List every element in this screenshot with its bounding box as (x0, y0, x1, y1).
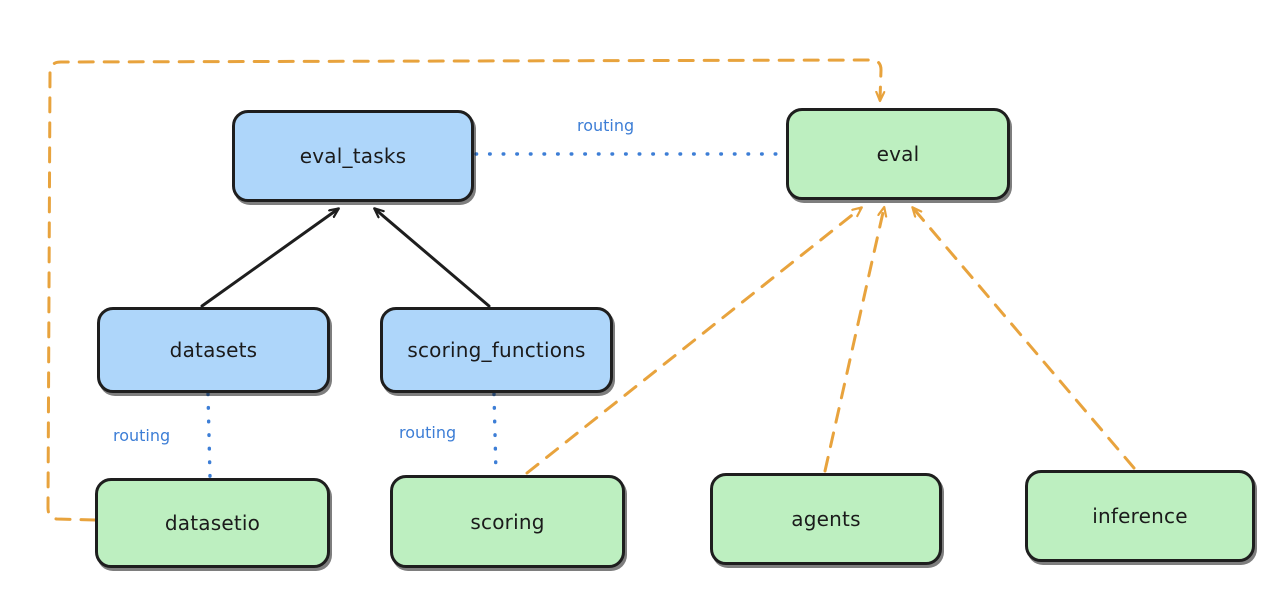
node-agents[interactable]: agents (710, 473, 942, 565)
node-scoring-functions[interactable]: scoring_functions (380, 307, 613, 393)
edge-agents-eval (823, 208, 884, 473)
node-label: inference (1092, 504, 1188, 528)
node-label: eval_tasks (299, 144, 407, 168)
edge-inference-eval (913, 208, 1136, 470)
node-inference[interactable]: inference (1025, 470, 1255, 562)
node-label: agents (791, 507, 861, 531)
edge-label-routing-scoring-functions-scoring: routing (399, 423, 457, 442)
node-label: datasetio (164, 511, 261, 535)
node-eval-tasks[interactable]: eval_tasks (232, 110, 474, 202)
node-datasetio[interactable]: datasetio (95, 478, 330, 568)
edge-label-routing-eval-tasks-eval: routing (577, 116, 635, 135)
node-datasets[interactable]: datasets (97, 307, 330, 393)
node-label: scoring (470, 509, 545, 534)
edge-datasets-eval_tasks (200, 209, 338, 308)
edge-scoring_functions-scoring (492, 392, 498, 476)
node-label: eval (876, 142, 920, 166)
edge-datasets-datasetio (206, 392, 212, 479)
node-eval[interactable]: eval (786, 108, 1010, 200)
node-scoring[interactable]: scoring (390, 475, 625, 568)
node-label: datasets (169, 338, 258, 362)
edge-label-routing-datasets-datasetio: routing (113, 426, 171, 445)
edge-scoring_functions-eval_tasks (375, 209, 491, 308)
node-label: scoring_functions (407, 338, 586, 362)
